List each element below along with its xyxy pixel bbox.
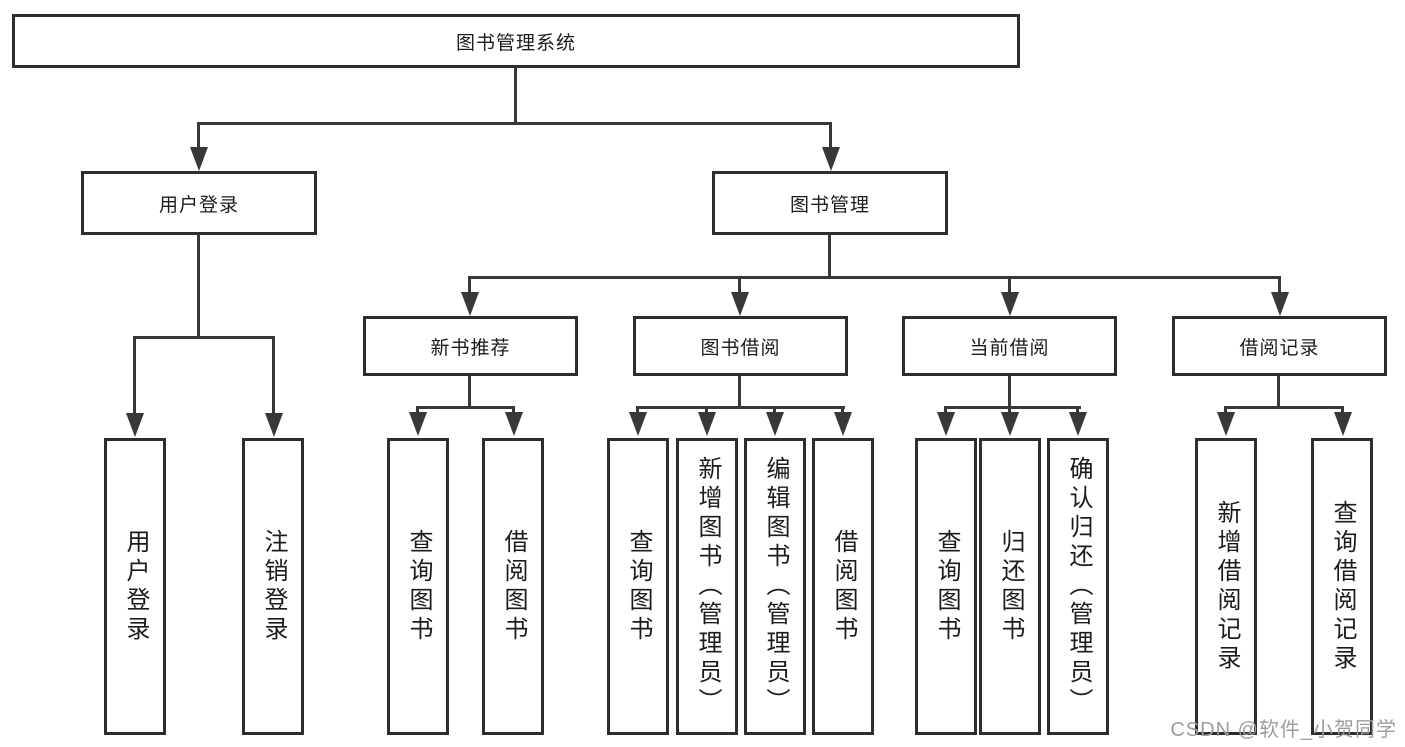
node-current-borrow: 当前借阅 [902,316,1117,376]
connector-line [468,276,1281,279]
connector-line [1278,276,1281,294]
arrow-down-icon [766,412,784,436]
arrow-down-icon [1001,412,1019,436]
connector-line [944,406,947,415]
connector-line [468,276,471,294]
arrow-down-icon [461,292,479,316]
leaf-newbook-borrow-books: 借阅图书 [482,438,544,735]
connector-line [773,406,776,415]
connector-line [416,406,419,415]
node-new-book-recommend-label: 新书推荐 [430,337,511,359]
node-user-login: 用户登录 [81,171,317,235]
leaf-label: 编辑图书（管理员） [762,456,789,717]
leaf-label: 查询借阅记录 [1329,499,1356,674]
leaf-record-query-borrow-record: 查询借阅记录 [1311,438,1373,735]
leaf-borrow-edit-books-admin: 编辑图书（管理员） [744,438,806,735]
node-user-login-label: 用户登录 [158,194,239,216]
leaf-user-login: 用户登录 [104,438,166,735]
connector-line [1076,406,1079,415]
connector-line [133,336,136,416]
leaf-current-query-books: 查询图书 [915,438,977,735]
connector-line [1224,406,1227,415]
leaf-record-add-borrow-record: 新增借阅记录 [1195,438,1257,735]
arrow-down-icon [409,412,427,436]
leaf-label: 查询图书 [405,528,432,645]
connector-line [1224,406,1344,409]
node-book-management-label: 图书管理 [789,194,870,216]
arrow-down-icon [1001,292,1019,316]
node-borrow-record: 借阅记录 [1172,316,1387,376]
arrow-down-icon [1334,412,1352,436]
connector-line [738,376,741,409]
node-book-borrow: 图书借阅 [633,316,848,376]
node-new-book-recommend: 新书推荐 [363,316,578,376]
node-borrow-record-label: 借阅记录 [1239,337,1320,359]
node-current-borrow-label: 当前借阅 [969,337,1050,359]
leaf-label: 注销登录 [260,528,287,645]
connector-line [1341,406,1344,415]
connector-line [468,376,471,409]
connector-line [1008,276,1011,294]
leaf-label: 查询图书 [933,528,960,645]
connector-line [514,68,517,122]
connector-line [828,235,831,279]
leaf-label: 归还图书 [997,528,1024,645]
arrow-down-icon [265,413,283,437]
connector-line [197,235,200,339]
connector-line [636,406,845,409]
leaf-current-return-books: 归还图书 [979,438,1041,735]
leaf-current-confirm-return-admin: 确认归还（管理员） [1047,438,1109,735]
arrow-down-icon [505,412,523,436]
arrow-down-icon [731,292,749,316]
connector-line [705,406,708,415]
leaf-label: 确认归还（管理员） [1065,456,1092,717]
leaf-label: 借阅图书 [830,528,857,645]
arrow-down-icon [698,412,716,436]
connector-line [197,122,200,150]
connector-line [829,122,832,150]
connector-line [197,122,832,125]
connector-line [841,406,844,415]
csdn-watermark: CSDN @软件_小贺同学 [1170,719,1397,741]
leaf-borrow-query-books: 查询图书 [607,438,669,735]
arrow-down-icon [822,147,840,171]
leaf-label: 用户登录 [122,528,149,645]
node-root-label: 图书管理系统 [455,32,576,54]
arrow-down-icon [834,412,852,436]
connector-line [1008,376,1011,409]
connector-line [944,406,1081,409]
leaf-borrow-borrow-books: 借阅图书 [812,438,874,735]
node-book-borrow-label: 图书借阅 [700,337,781,359]
leaf-logout-login: 注销登录 [242,438,304,735]
node-root: 图书管理系统 [12,14,1020,68]
arrow-down-icon [937,412,955,436]
leaf-label: 查询图书 [625,528,652,645]
leaf-label: 借阅图书 [500,528,527,645]
connector-line [272,336,275,416]
connector-line [636,406,639,415]
arrow-down-icon [1069,412,1087,436]
connector-line [738,276,741,294]
node-book-management: 图书管理 [712,171,948,235]
arrow-down-icon [126,413,144,437]
arrow-down-icon [629,412,647,436]
arrow-down-icon [1217,412,1235,436]
connector-line [1277,376,1280,409]
leaf-newbook-query-books: 查询图书 [387,438,449,735]
connector-line [1008,406,1011,415]
connector-line [416,406,515,409]
arrow-down-icon [1271,292,1289,316]
connector-line [133,336,275,339]
connector-line [512,406,515,415]
arrow-down-icon [190,147,208,171]
leaf-label: 新增借阅记录 [1213,499,1240,674]
leaf-borrow-add-books-admin: 新增图书（管理员） [676,438,738,735]
leaf-label: 新增图书（管理员） [694,456,721,717]
